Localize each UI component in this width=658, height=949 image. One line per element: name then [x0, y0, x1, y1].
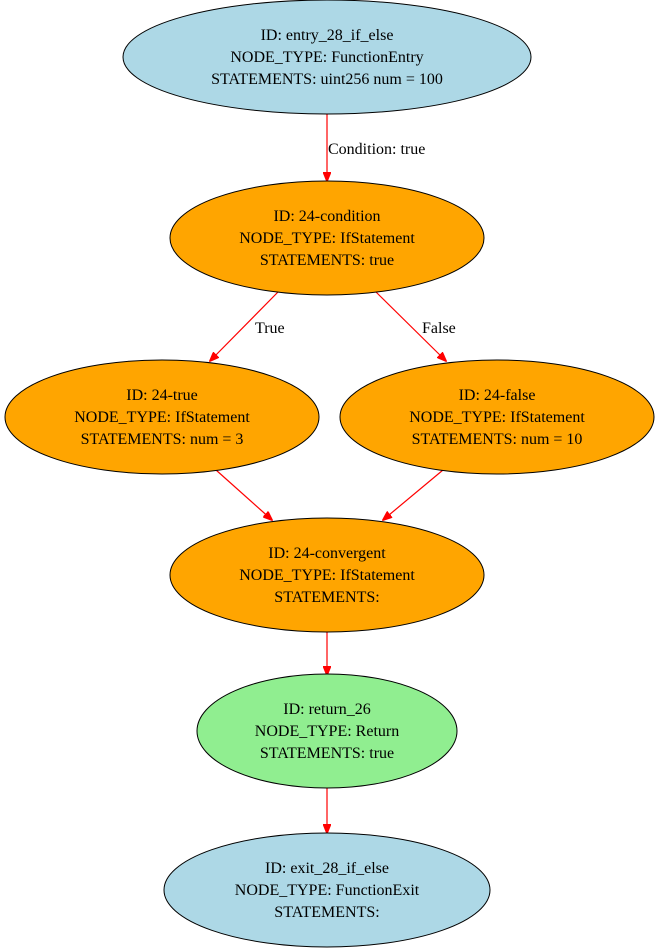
- node-statements-label: STATEMENTS:: [274, 904, 379, 921]
- edge-label: Condition: true: [328, 141, 425, 158]
- node-statements-label: STATEMENTS:: [274, 589, 379, 606]
- node-id-label: ID: entry_28_if_else: [261, 27, 394, 44]
- node-ellipse: [169, 180, 485, 296]
- node-id-label: ID: 24-true: [126, 387, 198, 404]
- edge-arrow-24-false-to-24-convergent: [383, 469, 444, 520]
- edge-label: True: [255, 320, 285, 337]
- node-ellipse: [169, 517, 485, 633]
- edge-arrow-24-true-to-24-convergent: [215, 469, 272, 520]
- node-type-label: NODE_TYPE: FunctionExit: [235, 882, 420, 899]
- node-statements-label: STATEMENTS: num = 3: [81, 431, 244, 448]
- node-statements-label: STATEMENTS: uint256 num = 100: [211, 71, 443, 88]
- edge-arrow-24-condition-to-24-false: [375, 291, 446, 361]
- node-ellipse: [339, 359, 655, 475]
- node-type-label: NODE_TYPE: IfStatement: [239, 567, 415, 584]
- node-type-label: NODE_TYPE: IfStatement: [239, 230, 415, 247]
- node-id-label: ID: exit_28_if_else: [265, 860, 389, 877]
- node-type-label: NODE_TYPE: FunctionEntry: [230, 49, 423, 66]
- node-id-label: ID: return_26: [283, 701, 371, 718]
- node-id-label: ID: 24-convergent: [268, 545, 386, 562]
- node-ellipse: [196, 673, 458, 789]
- node-statements-label: STATEMENTS: true: [260, 252, 394, 269]
- node-type-label: NODE_TYPE: IfStatement: [74, 409, 250, 426]
- node-id-label: ID: 24-condition: [273, 208, 380, 225]
- node-type-label: NODE_TYPE: Return: [255, 723, 399, 740]
- node-statements-label: STATEMENTS: num = 10: [412, 431, 583, 448]
- node-ellipse: [163, 832, 491, 948]
- node-statements-label: STATEMENTS: true: [260, 745, 394, 762]
- node-ellipse: [4, 359, 320, 475]
- node-ellipse: [122, 0, 532, 115]
- edge-arrow-24-condition-to-24-true: [210, 291, 279, 361]
- node-type-label: NODE_TYPE: IfStatement: [409, 409, 585, 426]
- edge-label: False: [422, 320, 456, 337]
- node-id-label: ID: 24-false: [459, 387, 536, 404]
